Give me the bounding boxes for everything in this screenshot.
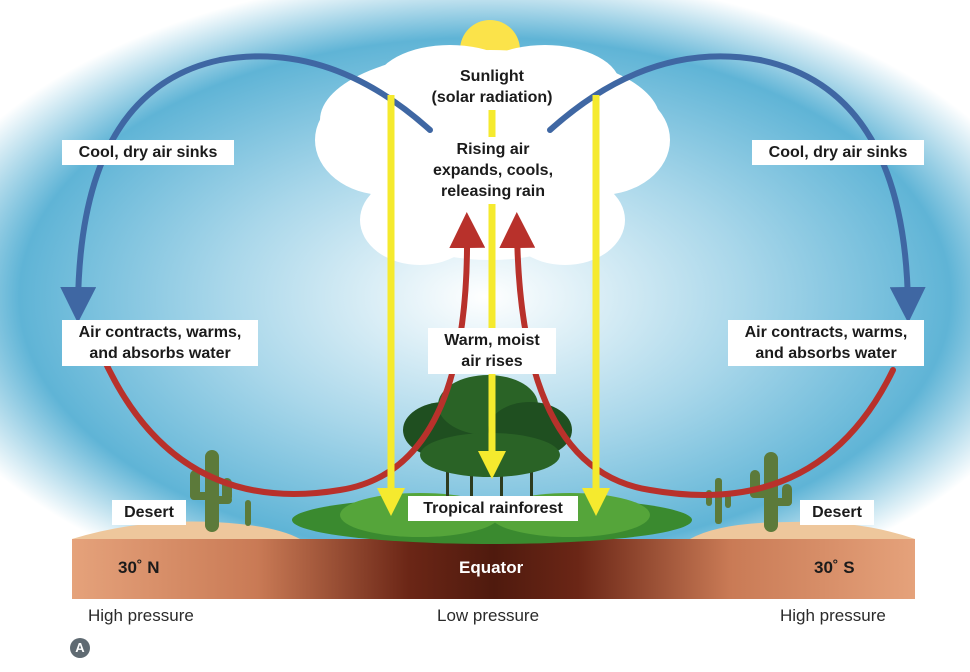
low-pressure-label: Low pressure xyxy=(437,606,540,625)
cool-dry-air-label-right: Cool, dry air sinks xyxy=(752,140,924,165)
air-contracts-label-left: Air contracts, warms, and absorbs water xyxy=(62,320,258,366)
tropical-rainforest-label: Tropical rainforest xyxy=(408,496,578,521)
high-pressure-label-left: High pressure xyxy=(88,606,194,625)
cactus-icon xyxy=(190,450,251,532)
sunlight-label: Sunlight (solar radiation) xyxy=(431,68,553,106)
air-contracts-label-right: Air contracts, warms, and absorbs water xyxy=(728,320,924,366)
desert-sand-left xyxy=(72,521,300,539)
cactus-icon xyxy=(706,452,792,532)
desert-sand-right xyxy=(690,521,915,539)
latitude-30n-label: 30˚ N xyxy=(118,558,160,577)
desert-label-right: Desert xyxy=(800,500,874,525)
cool-dry-air-label-left: Cool, dry air sinks xyxy=(62,140,234,165)
blue-air-arc-left xyxy=(60,53,433,323)
ground-band xyxy=(72,539,915,599)
rising-air-label: Rising air expands, cools, releasing rai… xyxy=(420,137,566,204)
panel-badge: A xyxy=(70,638,90,658)
blue-air-arc-right xyxy=(547,53,926,323)
high-pressure-label-right: High pressure xyxy=(780,606,886,625)
equator-label: Equator xyxy=(459,558,524,577)
warm-moist-air-label: Warm, moist air rises xyxy=(428,328,556,374)
desert-label-left: Desert xyxy=(112,500,186,525)
latitude-30s-label: 30˚ S xyxy=(814,558,855,577)
